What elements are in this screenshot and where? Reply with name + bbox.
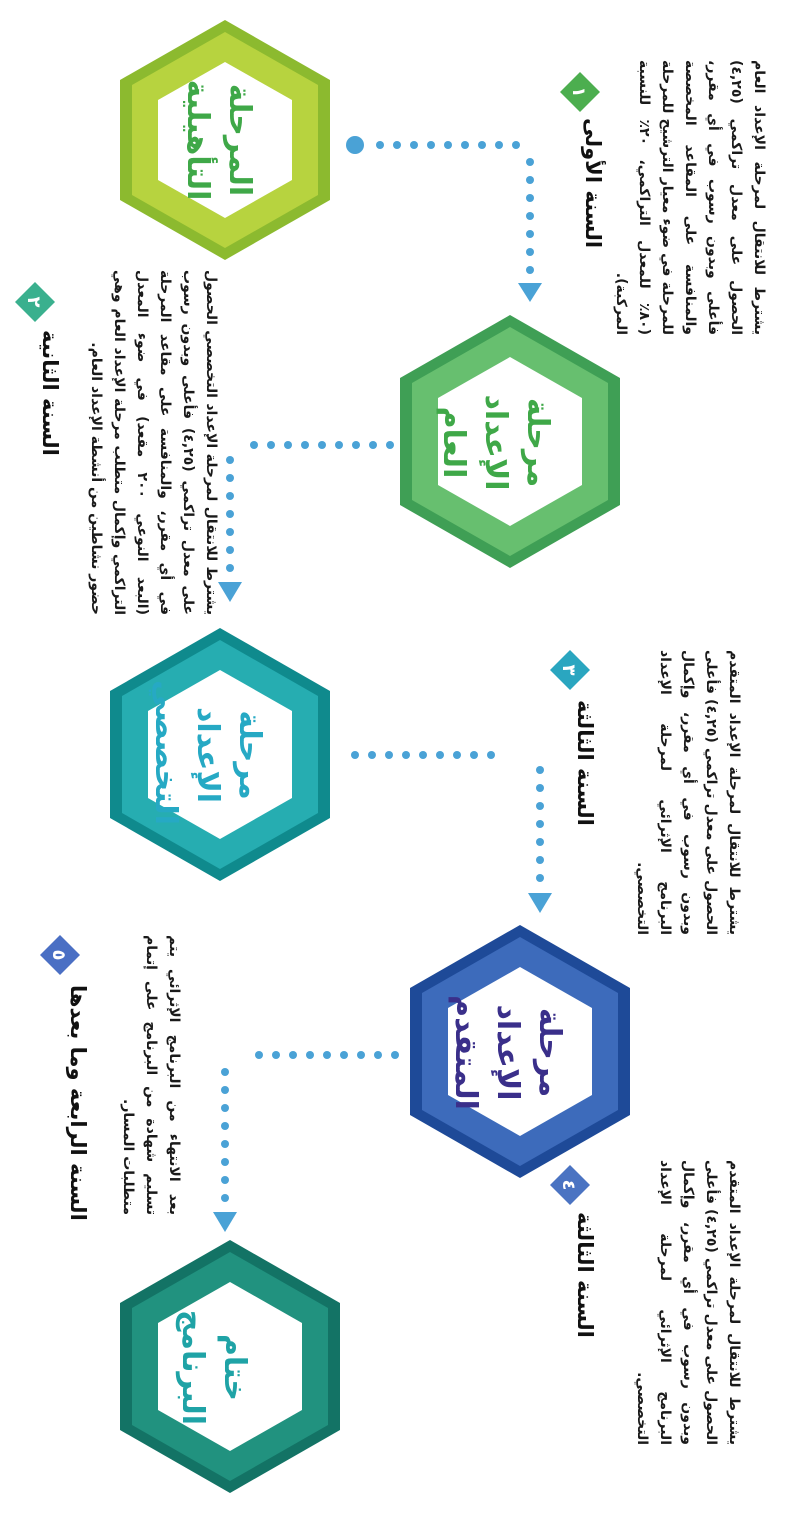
svg-text:٤: ٤ bbox=[558, 1180, 579, 1191]
svg-text:٢: ٢ bbox=[23, 297, 44, 308]
svg-text:٣: ٣ bbox=[558, 665, 579, 676]
year-text-5: بعد الانتهاء من البرنامج الإثرائي يتم تس… bbox=[120, 935, 182, 1215]
year-title-1: السنة الأولى bbox=[581, 118, 605, 249]
svg-text:٥: ٥ bbox=[48, 950, 69, 961]
connector-1 bbox=[346, 136, 542, 302]
stage-hexagon-4 bbox=[410, 925, 630, 1178]
diamond-number-icon: ٤ bbox=[550, 1165, 590, 1205]
year-title-2: السنة الثانية bbox=[38, 330, 62, 456]
year-text-3: يشترط للانتقال لمرحلة الإعداد المتقدم ال… bbox=[634, 650, 742, 936]
diamond-number-icon: ٥ bbox=[40, 935, 80, 975]
stage-label-4: مرحلة الإعداد المتقدم bbox=[448, 995, 567, 1110]
stage-label-3: مرحلة الإعداد التخصصي bbox=[148, 680, 267, 825]
stage-label-1: المرحلة التأهيلية bbox=[180, 79, 257, 201]
year-title-3: السنة الثالثة bbox=[573, 700, 597, 826]
stage-hexagon-5 bbox=[120, 1240, 340, 1493]
connector-4 bbox=[213, 1051, 399, 1232]
diamond-number-icon: ١ bbox=[560, 72, 600, 112]
stage-hexagon-3 bbox=[110, 628, 330, 881]
stage-label-2: مرحلة الإعداد العام bbox=[436, 394, 555, 491]
svg-text:١: ١ bbox=[568, 87, 589, 98]
year-text-1: يشترط للانتقال لمرحلة الإعداد العام الحص… bbox=[613, 60, 767, 335]
stage-hexagon-2 bbox=[400, 315, 620, 568]
connector-2 bbox=[218, 441, 394, 602]
diamond-number-icon: ٣ bbox=[550, 650, 590, 690]
year-text-2: يشترط للانتقال لمرحلة الإعداد التخصصي ال… bbox=[88, 270, 219, 615]
year-text-4: يشترط للانتقال لمرحلة الإعداد المتقدم ال… bbox=[634, 1160, 742, 1446]
stage-hexagon-1 bbox=[120, 20, 330, 260]
connector-3 bbox=[351, 751, 552, 913]
year-title-5: السنة الرابعة وما بعدها bbox=[66, 985, 90, 1221]
stage-label-5: ختام البرنامج bbox=[175, 1309, 252, 1425]
year-title-4: السنة الثالثة bbox=[573, 1212, 597, 1338]
diamond-number-icon: ٢ bbox=[15, 282, 55, 322]
